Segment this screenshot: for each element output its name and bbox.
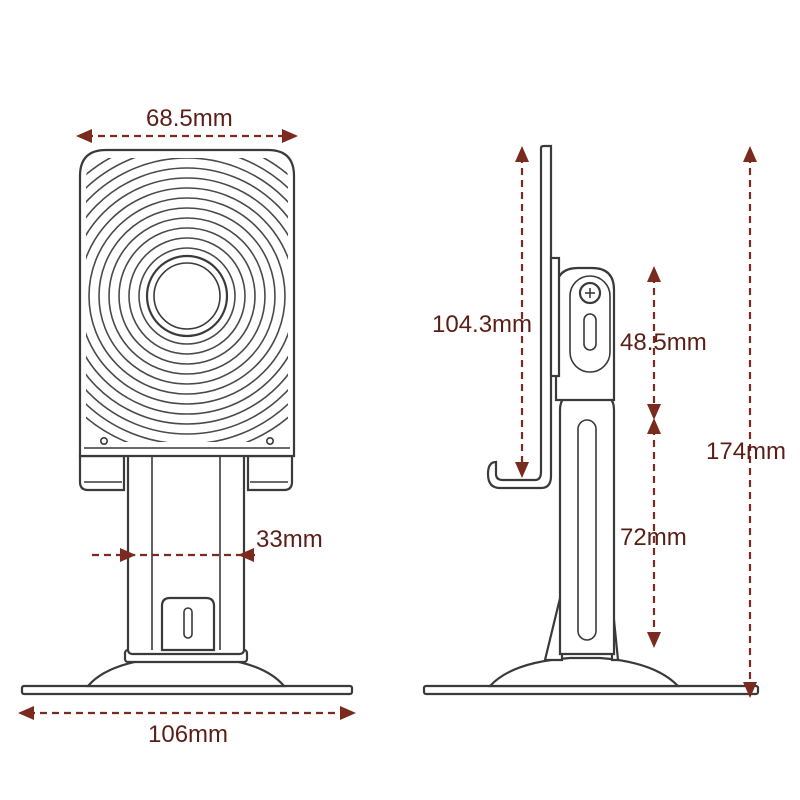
front-plate-rings <box>86 158 288 442</box>
side-plate-back <box>549 256 561 378</box>
dimension-annotations: 68.5mm 33mm 106mm 104.3mm 48 <box>18 105 786 748</box>
side-upper-arm-inner <box>569 275 611 373</box>
front-plate-hole-right <box>265 436 274 445</box>
dim-base-width: 106mm <box>18 706 356 748</box>
dim-lower-arm-label: 72mm <box>620 524 687 551</box>
dim-top-width: 68.5mm <box>76 105 298 143</box>
side-upper-arm-slot <box>583 313 597 351</box>
front-hook-right <box>246 454 294 492</box>
side-phone-plate <box>486 144 553 490</box>
dim-stem-width: 33mm <box>92 526 323 562</box>
dim-upper-arm-label: 48.5mm <box>620 329 707 356</box>
dim-top-width-label: 68.5mm <box>146 105 233 132</box>
front-stem-slot-pill <box>183 607 193 639</box>
front-base-plate <box>20 684 354 696</box>
side-lower-arm-slot <box>577 419 597 641</box>
front-view <box>20 148 354 696</box>
side-lower-arm <box>558 392 616 656</box>
front-magnet-ring-inner <box>153 262 221 330</box>
side-base-plate <box>422 684 760 696</box>
dim-plate-height: 104.3mm <box>432 146 532 478</box>
front-hook-left <box>78 454 126 492</box>
dim-total-height: 174mm <box>706 146 786 698</box>
dim-plate-height-label: 104.3mm <box>432 311 532 338</box>
dim-lower-arm: 72mm <box>620 418 687 648</box>
dim-stem-width-label: 33mm <box>256 526 323 553</box>
front-magnet-ring-outer <box>145 254 229 338</box>
front-stem-slot <box>160 596 216 652</box>
front-plate-hole-left <box>100 436 109 445</box>
side-base-dome <box>487 656 681 688</box>
dim-upper-arm: 48.5mm <box>620 266 707 420</box>
dim-total-height-label: 174mm <box>706 438 786 465</box>
side-view <box>422 144 760 696</box>
dim-base-width-label: 106mm <box>148 721 228 748</box>
